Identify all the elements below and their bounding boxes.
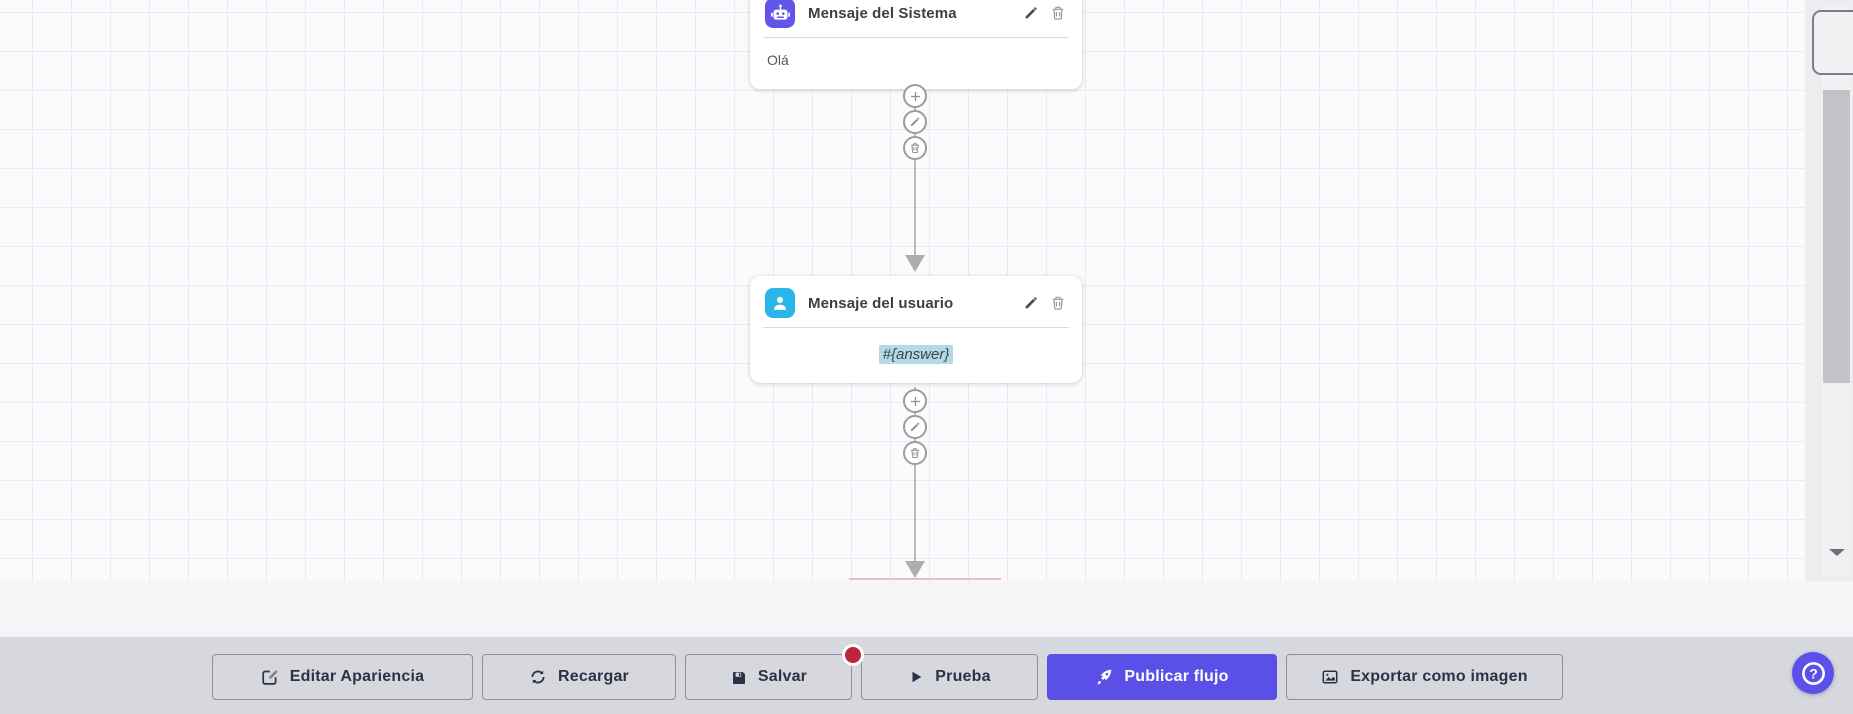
- add-step-button[interactable]: [903, 84, 927, 108]
- delete-node-icon[interactable]: [1050, 5, 1066, 21]
- node-system-message[interactable]: Mensaje del Sistema: [750, 0, 1082, 89]
- bottom-toolbar: Editar Apariencia Recargar: [0, 637, 1853, 714]
- robot-icon: [765, 0, 795, 28]
- delete-step-button[interactable]: [903, 441, 927, 465]
- next-node-top-edge: [849, 578, 1001, 580]
- node-body-text: #{answer}: [750, 328, 1082, 383]
- edit-appearance-button[interactable]: Editar Apariencia: [212, 654, 473, 700]
- refresh-icon: [529, 668, 547, 686]
- node-actions: [1023, 5, 1066, 21]
- save-button[interactable]: Salvar: [685, 654, 852, 700]
- delete-node-icon[interactable]: [1050, 295, 1066, 311]
- button-label: Exportar como imagen: [1350, 668, 1528, 685]
- button-label: Editar Apariencia: [289, 668, 425, 685]
- connector-arrowhead: [905, 561, 925, 578]
- answer-variable[interactable]: #{answer}: [878, 345, 954, 364]
- node-divider: [763, 327, 1069, 328]
- node-header: Mensaje del usuario: [750, 276, 1082, 327]
- node-divider: [763, 37, 1069, 38]
- edit-node-icon[interactable]: [1023, 295, 1039, 311]
- play-icon: [908, 669, 924, 685]
- connector-line: [914, 387, 916, 562]
- connector-arrowhead: [905, 255, 925, 272]
- user-icon: [765, 288, 795, 318]
- export-image-button[interactable]: Exportar como imagen: [1286, 654, 1563, 700]
- vertical-scrollbar-thumb[interactable]: [1823, 90, 1850, 383]
- canvas-footer-strip: [0, 581, 1853, 637]
- button-label: Prueba: [935, 668, 991, 685]
- flow-canvas[interactable]: Mensaje del Sistema: [0, 0, 1853, 581]
- rocket-icon: [1095, 668, 1113, 686]
- node-header: Mensaje del Sistema: [750, 0, 1082, 37]
- edit-appearance-icon: [261, 668, 279, 686]
- publish-flow-button[interactable]: Publicar flujo: [1047, 654, 1277, 700]
- help-button[interactable]: ?: [1792, 652, 1834, 694]
- scrollbar-down-arrow-icon[interactable]: [1829, 549, 1845, 556]
- unsaved-changes-badge: [842, 644, 864, 666]
- edit-node-icon[interactable]: [1023, 5, 1039, 21]
- node-body-text: Olá: [767, 52, 789, 68]
- image-icon: [1321, 668, 1339, 686]
- button-label: Recargar: [558, 668, 629, 685]
- question-mark-icon: ?: [1809, 665, 1818, 681]
- node-title: Mensaje del usuario: [808, 294, 954, 312]
- connector-line: [914, 84, 916, 256]
- add-step-button[interactable]: [903, 389, 927, 413]
- reload-button[interactable]: Recargar: [482, 654, 676, 700]
- node-title: Mensaje del Sistema: [808, 4, 957, 22]
- button-label: Salvar: [757, 668, 808, 685]
- test-button[interactable]: Prueba: [861, 654, 1038, 700]
- save-icon: [730, 669, 747, 686]
- edit-step-button[interactable]: [903, 110, 927, 134]
- node-actions: [1023, 295, 1066, 311]
- button-label: Publicar flujo: [1124, 668, 1229, 685]
- edit-step-button[interactable]: [903, 415, 927, 439]
- top-right-panel: [1812, 10, 1853, 75]
- node-user-message[interactable]: Mensaje del usuario: [750, 276, 1082, 383]
- delete-step-button[interactable]: [903, 136, 927, 160]
